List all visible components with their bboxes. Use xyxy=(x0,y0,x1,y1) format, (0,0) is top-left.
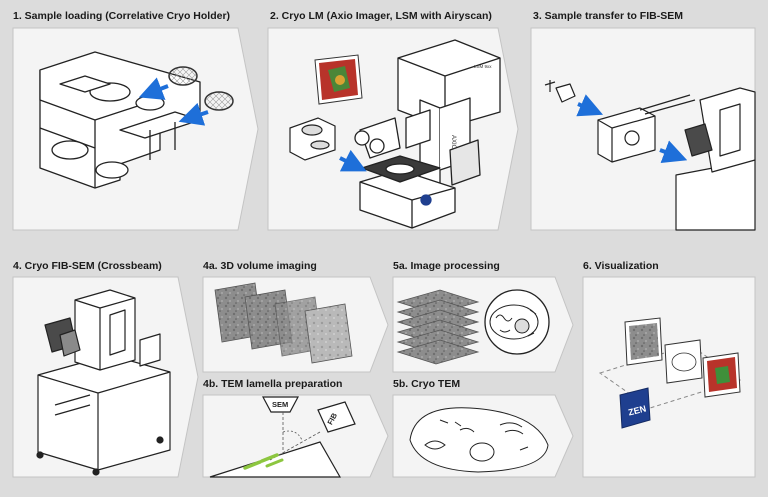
step-4a-title: 4a. 3D volume imaging xyxy=(203,260,317,272)
panel-visualization: ZEN xyxy=(582,276,756,478)
sem-label: SEM xyxy=(272,400,288,409)
panel-sample-loading xyxy=(12,27,259,231)
microscope-illustration xyxy=(354,39,501,229)
step-4b-title: 4b. TEM lamella preparation xyxy=(203,378,343,390)
transfer-shuttle-illustration xyxy=(544,80,696,163)
step-5b-title: 5b. Cryo TEM xyxy=(393,378,461,390)
processed-stack xyxy=(396,289,480,365)
crossbeam-illustration xyxy=(36,289,171,476)
panel-sample-transfer xyxy=(530,27,756,231)
panel-cryo-tem xyxy=(392,394,574,478)
step-4-title: 4. Cryo FIB-SEM (Crossbeam) xyxy=(13,260,162,272)
fluorescence-image xyxy=(314,54,363,105)
step-1-title: 1. Sample loading (Correlative Cryo Hold… xyxy=(13,10,231,22)
arrow-shuttle xyxy=(576,94,604,117)
zen-logo-label: ZEN xyxy=(627,403,647,417)
arrow-insert-1 xyxy=(138,77,169,100)
lm-holder-illustration xyxy=(289,117,336,161)
grid-disc-2 xyxy=(204,91,234,111)
microscope-model-label: LSM 9xx xyxy=(474,64,492,69)
step-3-title: 3. Sample transfer to FIB-SEM xyxy=(533,10,683,22)
panel-cryo-fibsem xyxy=(12,276,199,478)
lamella-geometry xyxy=(209,396,356,478)
panel-tem-lamella xyxy=(202,394,389,478)
fibsem-partial-illustration xyxy=(675,87,756,231)
step-6-title: 6. Visualization xyxy=(583,260,659,272)
visualization-layers xyxy=(598,317,742,429)
arrow-to-stage xyxy=(339,149,367,172)
panel-cryo-lm: LSM 9xx AXIO xyxy=(267,27,519,231)
image-stack-slices xyxy=(214,282,353,364)
panel-image-processing xyxy=(392,276,574,373)
segmented-cell-circle xyxy=(484,289,550,355)
panel-3d-volume-imaging xyxy=(202,276,389,373)
arrow-into-chamber xyxy=(659,140,688,164)
step-5a-title: 5a. Image processing xyxy=(393,260,500,272)
microscope-brand-label: AXIO xyxy=(450,135,456,150)
grid-disc-1 xyxy=(168,66,198,86)
cell-outline-illustration xyxy=(409,407,549,473)
arrow-insert-2 xyxy=(178,102,209,126)
step-2-title: 2. Cryo LM (Axio Imager, LSM with Airysc… xyxy=(270,10,492,22)
